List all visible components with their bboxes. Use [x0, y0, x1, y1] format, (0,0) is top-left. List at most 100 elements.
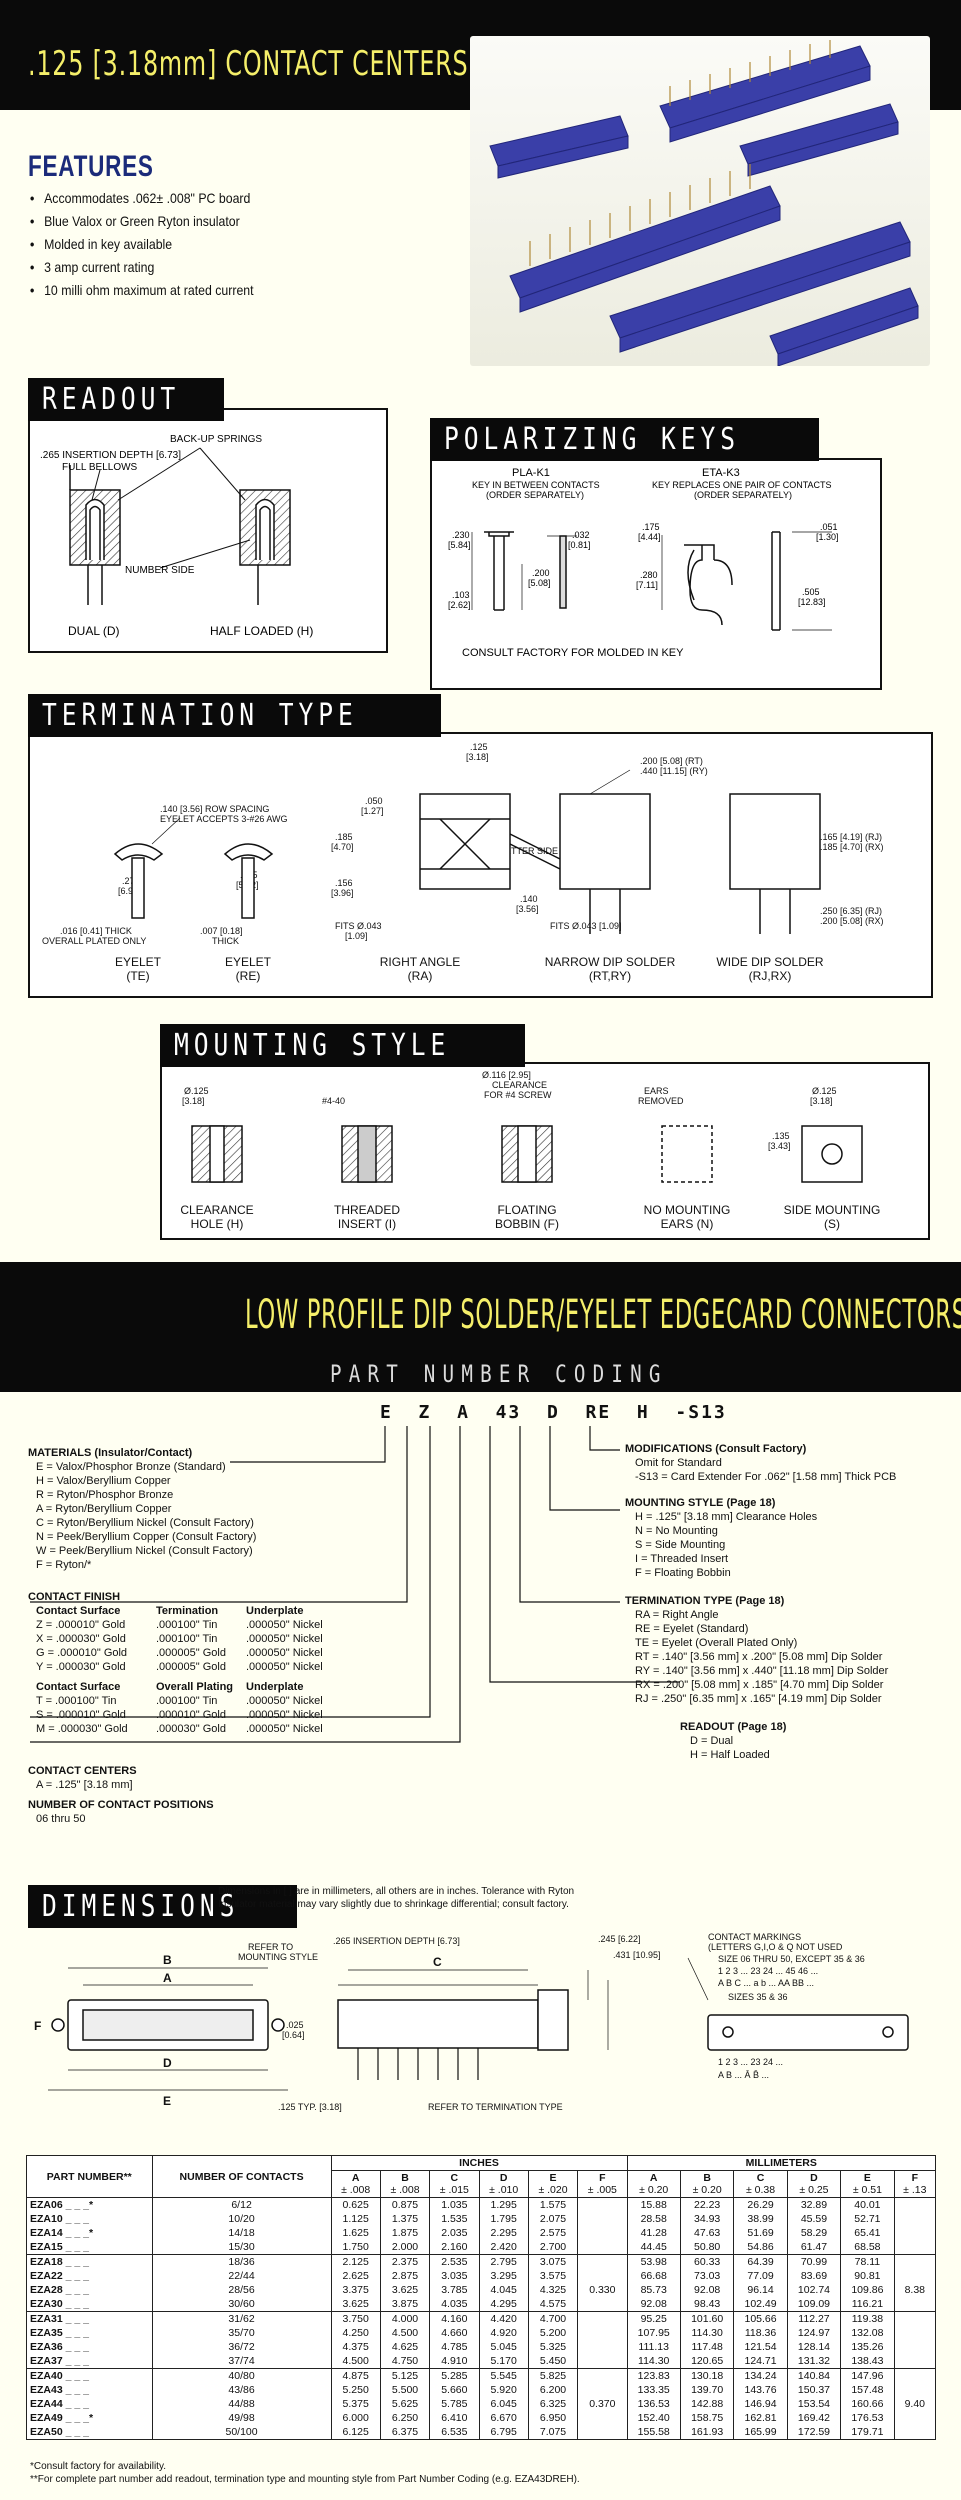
finish-cell: .000050" Nickel [246, 1661, 323, 1673]
table-cell: 83.69 [786, 2269, 841, 2283]
table-cell: 4.700 [527, 2311, 578, 2326]
table-cell [577, 2340, 627, 2354]
footnote-part-number: **For complete part number add readout, … [30, 2474, 580, 2485]
feature-item: Accommodates .062± .008" PC board [30, 190, 254, 206]
ms-removed: REMOVED [638, 1096, 684, 1106]
table-cell: 40/80 [151, 2368, 332, 2383]
materials-item: H = Valox/Beryllium Copper [36, 1475, 171, 1487]
table-cell: 5.825 [527, 2368, 578, 2383]
polarizing-frame [430, 458, 882, 690]
materials-item: F = Ryton/* [36, 1559, 92, 1571]
page-title: .125 [3.18mm] CONTACT CENTERS [28, 44, 469, 84]
table-cell: 102.74 [786, 2283, 841, 2297]
table-cell: 4.045 [478, 2283, 529, 2297]
table-cell: 1.750 [330, 2240, 381, 2255]
table-cell [893, 2297, 936, 2312]
table-cell [577, 2411, 627, 2425]
table-cell: 176.53 [840, 2411, 895, 2425]
table-cell: 140.84 [786, 2368, 841, 2383]
markings-note: (LETTERS G,I,O & Q NOT USED [708, 1942, 843, 1952]
table-cell: 116.21 [840, 2297, 895, 2312]
table-cell: 1.125 [330, 2212, 381, 2226]
table-cell [893, 2354, 936, 2369]
dim-025: .025 [286, 2020, 304, 2030]
ra-dim-185-mm: [4.70] [331, 842, 354, 852]
table-cell [577, 2226, 627, 2240]
table-cell: 22/44 [151, 2269, 332, 2283]
mounting-code-title: MOUNTING STYLE (Page 18) [625, 1497, 776, 1509]
table-cell: 26.29 [733, 2197, 788, 2212]
table-cell: 3.875 [379, 2297, 430, 2312]
col-dimension: B± .008 [379, 2170, 430, 2198]
table-cell: 6.325 [527, 2397, 578, 2411]
table-cell: 50/100 [151, 2425, 332, 2440]
finish-cell: Contact Surface [36, 1605, 121, 1617]
readout-dual-caption: DUAL (D) [68, 624, 120, 638]
ra-fits: FITS Ø.043 [335, 921, 382, 931]
table-cell: 6.045 [478, 2397, 529, 2411]
dim-typ-125: .125 TYP. [3.18] [278, 2102, 342, 2112]
finish-title: CONTACT FINISH [28, 1591, 121, 1603]
table-cell: 114.30 [679, 2326, 734, 2340]
table-cell: 2.875 [379, 2269, 430, 2283]
table-cell: 40.01 [840, 2197, 895, 2212]
feature-item: 10 milli ohm maximum at rated current [30, 282, 254, 298]
table-cell [577, 2425, 627, 2440]
table-cell: 121.54 [733, 2340, 788, 2354]
table-cell: 85.73 [626, 2283, 681, 2297]
table-cell [893, 2197, 936, 2212]
centers-block: CONTACT CENTERS A = .125" [3.18 mm] NUMB… [28, 1764, 214, 1826]
connectors-illustration [489, 40, 919, 366]
table-cell [577, 2383, 627, 2397]
part-number-cell: EZA30 _ _ _ [26, 2297, 153, 2312]
col-number-contacts: NUMBER OF CONTACTS [151, 2155, 332, 2198]
table-cell: 4.750 [379, 2354, 430, 2369]
table-cell: 5.545 [478, 2368, 529, 2383]
termination-diagram: .140 [3.56] ROW SPACING EYELET ACCEPTS 3… [42, 742, 884, 983]
table-cell: 54.86 [733, 2240, 788, 2255]
product-band [0, 1262, 961, 1392]
dimensions-drawing: B A D E C F REFER TO MOUNTING STYLE .265… [34, 1932, 909, 2112]
table-cell: 9.40 [893, 2397, 936, 2411]
table-cell: 152.40 [626, 2411, 681, 2425]
termination-code-block: TERMINATION TYPE (Page 18) RA = Right An… [625, 1594, 888, 1706]
caption-threaded: THREADED [334, 1203, 400, 1217]
table-cell: 4.875 [330, 2368, 381, 2383]
table-cell: 2.420 [478, 2240, 529, 2255]
feature-item: Molded in key available [30, 236, 254, 252]
table-cell: 0.330 [577, 2283, 627, 2297]
termination-code-item: RY = .140" [3.56 mm] x .440" [11.18 mm] … [635, 1665, 889, 1677]
dimensions-table: PART NUMBER** NUMBER OF CONTACTS INCHES … [26, 2155, 936, 2440]
table-cell: 36/72 [151, 2340, 332, 2354]
table-cell [893, 2240, 936, 2255]
ra-dim-050-mm: [1.27] [361, 806, 384, 816]
table-cell: 128.14 [786, 2340, 841, 2354]
rj-dim-200: .200 [5.08] (RX) [820, 916, 884, 926]
features-heading: FEATURES [28, 150, 154, 183]
coding-panel [0, 1392, 961, 1832]
dim-230-mm: [5.84] [448, 540, 471, 550]
table-cell: 143.76 [733, 2383, 788, 2397]
table-cell: 4.920 [478, 2326, 529, 2340]
table-cell: 4.500 [330, 2354, 381, 2369]
feature-item: Blue Valox or Green Ryton insulator [30, 213, 254, 229]
finish-cell: .000100" Tin [156, 1695, 218, 1707]
polarizing-diagram: PLA-K1 KEY IN BETWEEN CONTACTS (ORDER SE… [448, 467, 839, 659]
ms-sm-135-mm: [3.43] [768, 1141, 791, 1151]
caption-right-angle: RIGHT ANGLE [380, 955, 460, 969]
finish-cell: Y = .000030" Gold [36, 1661, 126, 1673]
col-dimension: F± .13 [893, 2170, 936, 2198]
part-number-cell: EZA22 _ _ _ [26, 2269, 153, 2283]
re-thick-label: THICK [212, 936, 239, 946]
table-cell: 120.65 [679, 2354, 734, 2369]
table-cell: 5.325 [527, 2340, 578, 2354]
table-cell: 6.950 [527, 2411, 578, 2425]
table-cell: 73.03 [679, 2269, 734, 2283]
finish-cell: Z = .000010" Gold [36, 1619, 126, 1631]
mounting-code-item: F = Floating Bobbin [635, 1567, 731, 1579]
